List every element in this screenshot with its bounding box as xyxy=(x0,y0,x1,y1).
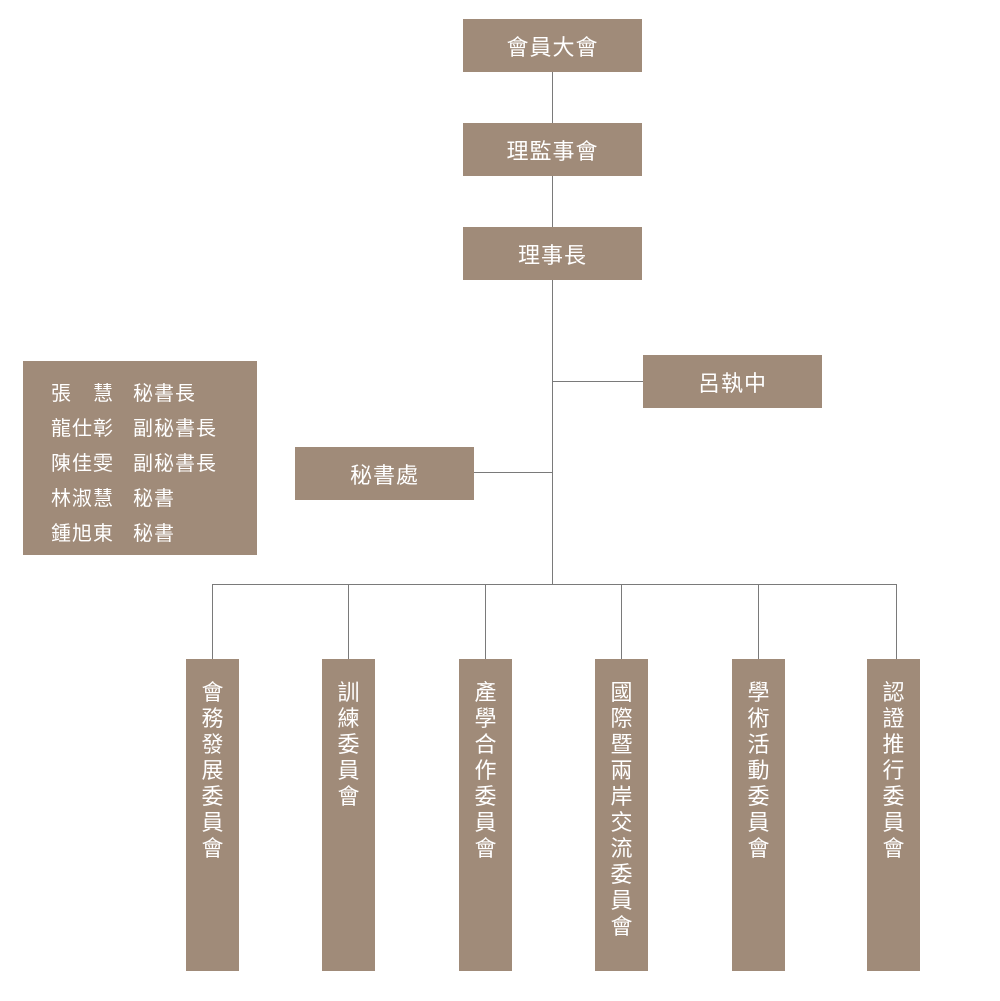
connector-committee-3 xyxy=(485,584,486,660)
staff-name: 張 慧 xyxy=(51,381,114,405)
committee-international-cross-strait: 國際暨兩岸交流委員會 xyxy=(595,659,648,971)
staff-title: 秘書 xyxy=(133,521,175,545)
committee-label: 國際暨兩岸交流委員會 xyxy=(610,681,633,940)
board-node: 理監事會 xyxy=(463,123,642,176)
committee-certification-promotion: 認證推行委員會 xyxy=(867,659,920,971)
connector-committee-6 xyxy=(896,584,897,660)
staff-title: 副秘書長 xyxy=(133,416,217,440)
general-assembly-node: 會員大會 xyxy=(463,19,642,72)
connector-secretariat xyxy=(474,472,552,473)
committee-label: 學術活動委員會 xyxy=(747,681,770,862)
staff-title: 副秘書長 xyxy=(133,451,217,475)
connector-committee-2 xyxy=(348,584,349,660)
committee-academic-activities: 學術活動委員會 xyxy=(732,659,785,971)
staff-name: 林淑慧 xyxy=(51,486,114,510)
staff-row: 林淑慧 秘書 xyxy=(51,479,257,514)
chairman-name-node: 呂執中 xyxy=(643,355,822,408)
connector-committees-bus xyxy=(213,584,897,585)
connector-board-chairman xyxy=(552,175,553,227)
committee-label: 會務發展委員會 xyxy=(201,681,224,862)
staff-row: 龍仕彰 副秘書長 xyxy=(51,409,257,444)
committee-label: 訓練委員會 xyxy=(337,681,360,810)
connector-assembly-board xyxy=(552,71,553,123)
committee-label: 認證推行委員會 xyxy=(882,681,905,862)
secretariat-staff-list: 張 慧 秘書長 龍仕彰 副秘書長 陳佳雯 副秘書長 林淑慧 秘書 鍾旭東 秘書 xyxy=(23,361,257,555)
staff-row: 陳佳雯 副秘書長 xyxy=(51,444,257,479)
connector-chairman-name xyxy=(552,381,643,382)
staff-name: 龍仕彰 xyxy=(51,416,114,440)
connector-main-trunk xyxy=(552,279,553,585)
staff-name: 鍾旭東 xyxy=(51,521,114,545)
staff-name: 陳佳雯 xyxy=(51,451,114,475)
chairman-node: 理事長 xyxy=(463,227,642,280)
staff-row: 張 慧 秘書長 xyxy=(51,374,257,409)
committee-label: 產學合作委員會 xyxy=(474,681,497,862)
secretariat-node: 秘書處 xyxy=(295,447,474,500)
committee-training: 訓練委員會 xyxy=(322,659,375,971)
staff-row: 鍾旭東 秘書 xyxy=(51,514,257,549)
committee-affairs-development: 會務發展委員會 xyxy=(186,659,239,971)
committee-industry-academia: 產學合作委員會 xyxy=(459,659,512,971)
connector-committee-5 xyxy=(758,584,759,660)
staff-title: 秘書長 xyxy=(133,381,196,405)
staff-title: 秘書 xyxy=(133,486,175,510)
connector-committee-4 xyxy=(621,584,622,660)
connector-committee-1 xyxy=(212,584,213,660)
